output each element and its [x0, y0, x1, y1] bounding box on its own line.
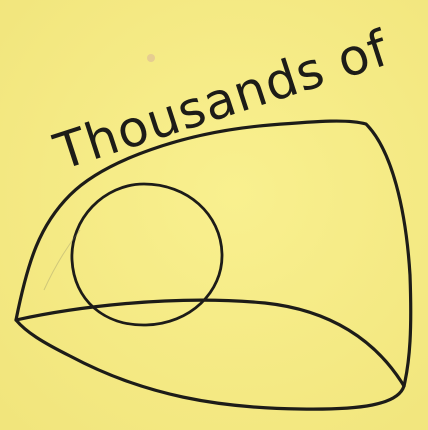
- inner-circle: [72, 184, 222, 325]
- inner-ellipse-base: [16, 300, 404, 386]
- handwritten-caption: Thousands of: [47, 19, 396, 182]
